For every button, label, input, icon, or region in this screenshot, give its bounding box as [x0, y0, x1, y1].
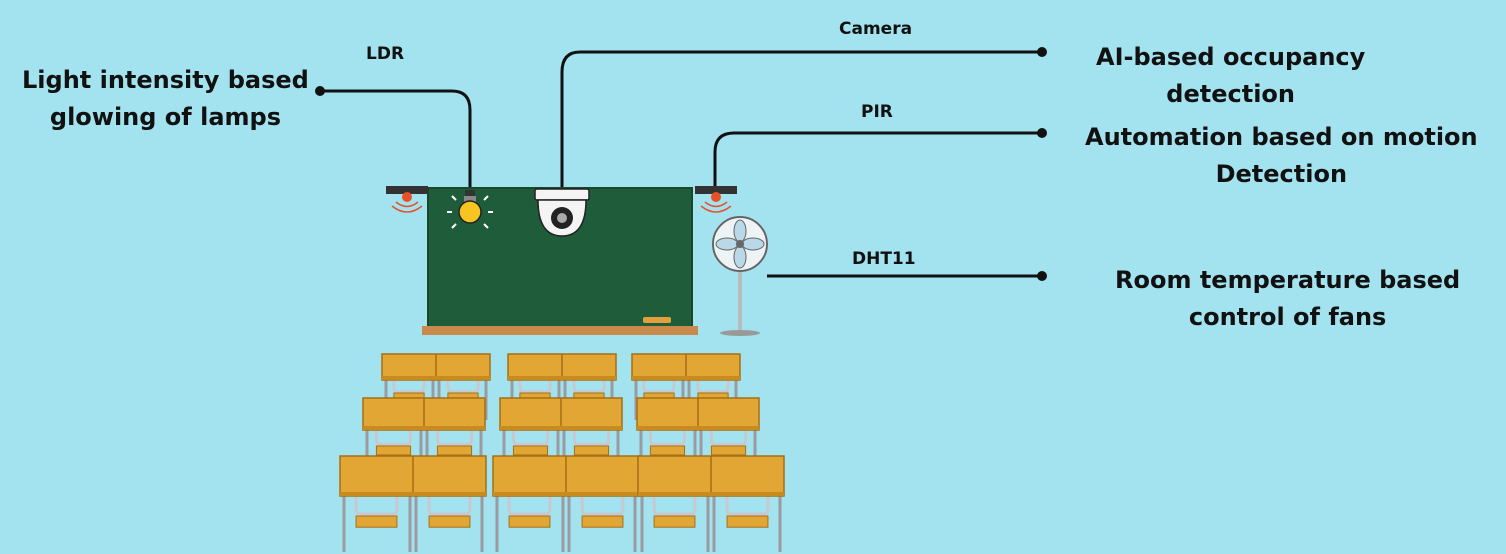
ldr-description: Light intensity based glowing of lamps: [22, 66, 309, 131]
light-bulb-icon: [447, 190, 493, 229]
pir-sensor-icon: [386, 186, 428, 213]
eraser: [643, 317, 671, 323]
connector-dots: [315, 47, 1047, 281]
dht11-label: DHT11: [852, 249, 916, 269]
camera-description: AI-based occupancy detection: [1096, 43, 1366, 108]
ldr-dot: [315, 86, 325, 96]
pir-connector: [713, 131, 1042, 186]
camera-dot: [1037, 47, 1047, 57]
desk-icon: [637, 455, 785, 552]
ldr-connector: [320, 89, 472, 192]
connectors: [320, 50, 1042, 278]
stand-fan-icon: [712, 216, 768, 336]
dht11-description: Room temperature based control of fans: [1115, 266, 1461, 331]
desk-rows: [339, 353, 785, 552]
desk-icon: [339, 455, 487, 552]
dome-camera-icon: [534, 188, 590, 237]
pir-sensor-icon: [695, 186, 737, 213]
desk-icon: [492, 455, 640, 552]
pir-description: Automation based on motion Detection: [1085, 123, 1478, 188]
camera-label: Camera: [839, 19, 913, 39]
dht11-dot: [1037, 271, 1047, 281]
camera-connector: [560, 50, 1042, 190]
desk-icon: [362, 397, 486, 486]
pir-dot: [1037, 128, 1047, 138]
pir-label: PIR: [861, 102, 893, 122]
desk-icon: [631, 353, 741, 420]
desk-icon: [507, 353, 617, 420]
desk-icon: [381, 353, 491, 420]
ldr-label: LDR: [366, 44, 405, 64]
